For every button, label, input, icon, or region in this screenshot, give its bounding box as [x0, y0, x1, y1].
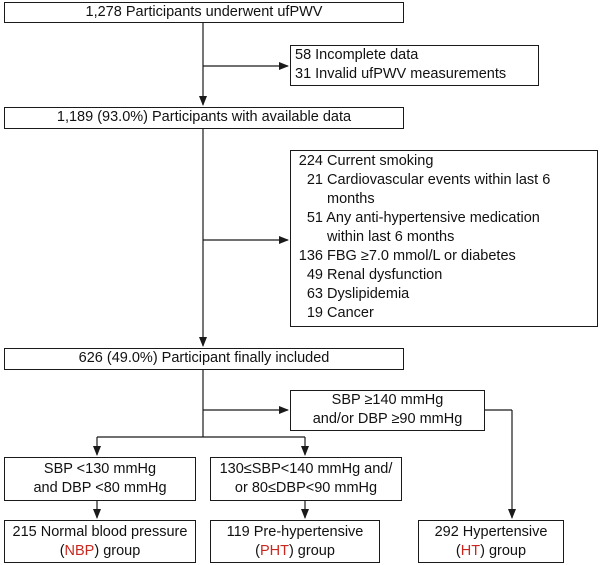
exclusion-cardiovascular-events-cont: months — [327, 191, 375, 207]
nbp-group-box: 215 Normal blood pressure (NBP) group — [4, 520, 196, 563]
exclusion-antihypertensive-medication-cont: within last 6 months — [327, 229, 455, 245]
nbp-group-line1: 215 Normal blood pressure — [12, 524, 188, 540]
exclusion-incomplete-data: 58 Incomplete data — [295, 47, 419, 63]
ht-abbreviation: HT — [460, 543, 481, 559]
ht-group-box: 292 Hypertensive (HT) group — [418, 520, 564, 563]
finally-included-text: 626 (49.0%) Participant finally included — [78, 350, 330, 366]
finally-included-box: 626 (49.0%) Participant finally included — [4, 348, 404, 370]
exclusion-dyslipidemia: 63 Dyslipidemia — [306, 286, 410, 302]
pht-group-box: 119 Pre-hypertensive (PHT) group — [210, 520, 380, 563]
pht-criteria-line1: 130≤SBP<140 mmHg and/ — [219, 461, 393, 477]
nbp-criteria-line1: SBP <130 mmHg — [43, 461, 157, 477]
pht-group-line1: 119 Pre-hypertensive — [226, 524, 364, 540]
second-exclusion-box: 224 Current smoking 21 Cardiovascular ev… — [290, 150, 598, 327]
first-exclusion-box: 58 Incomplete data 31 Invalid ufPWV meas… — [290, 45, 539, 86]
nbp-criteria-line2: and DBP <80 mmHg — [33, 480, 167, 496]
nbp-group-line2: (NBP) group — [59, 543, 141, 559]
nbp-criteria-box: SBP <130 mmHg and DBP <80 mmHg — [4, 457, 196, 501]
exclusion-invalid-measurements: 31 Invalid ufPWV measurements — [295, 66, 507, 82]
ht-criteria-line2: and/or DBP ≥90 mmHg — [312, 411, 463, 427]
participants-underwent-box: 1,278 Participants underwent ufPWV — [4, 2, 404, 23]
exclusion-fbg-diabetes: 136 FBG ≥7.0 mmol/L or diabetes — [298, 248, 516, 264]
nbp-abbreviation: NBP — [64, 543, 95, 559]
available-data-box: 1,189 (93.0%) Participants with availabl… — [4, 107, 404, 129]
pht-criteria-line2: or 80≤DBP<90 mmHg — [234, 480, 378, 496]
ht-group-line2: (HT) group — [455, 543, 527, 559]
exclusion-antihypertensive-medication: 51 Any anti-hypertensive medication — [306, 210, 540, 226]
pht-criteria-box: 130≤SBP<140 mmHg and/ or 80≤DBP<90 mmHg — [210, 457, 402, 501]
available-data-text: 1,189 (93.0%) Participants with availabl… — [56, 109, 352, 125]
exclusion-renal-dysfunction: 49 Renal dysfunction — [306, 267, 443, 283]
exclusion-current-smoking: 224 Current smoking — [298, 153, 434, 169]
participants-underwent-text: 1,278 Participants underwent ufPWV — [85, 4, 323, 20]
ht-criteria-box: SBP ≥140 mmHg and/or DBP ≥90 mmHg — [290, 390, 485, 431]
pht-abbreviation: PHT — [259, 543, 289, 559]
pht-group-line2: (PHT) group — [255, 543, 335, 559]
exclusion-cardiovascular-events: 21 Cardiovascular events within last 6 — [306, 172, 551, 188]
ht-criteria-line1: SBP ≥140 mmHg — [331, 392, 444, 408]
ht-group-line1: 292 Hypertensive — [434, 524, 548, 540]
exclusion-cancer: 19 Cancer — [306, 305, 374, 321]
